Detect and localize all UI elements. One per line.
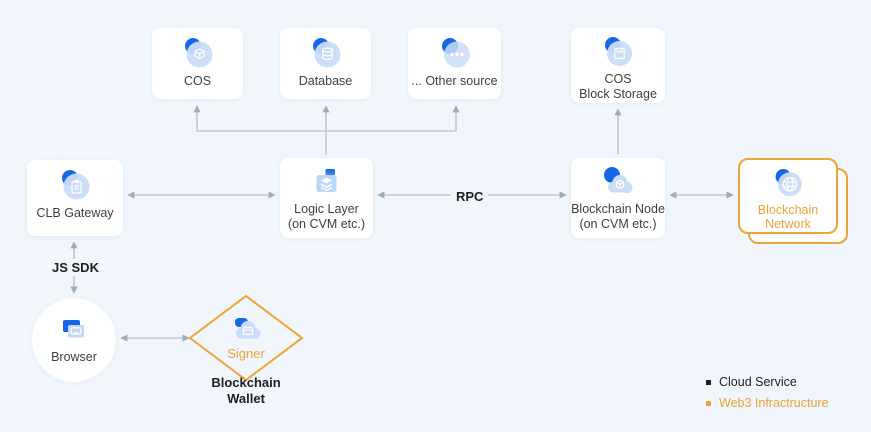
legend-item-web3-infrastructure: Web3 Infractructure <box>706 396 829 410</box>
database-icon <box>312 38 340 68</box>
cos-label: COS <box>183 74 212 88</box>
node-cos-block-storage: COS Block Storage <box>571 28 665 103</box>
node-clb-gateway: CLB Gateway <box>27 160 123 236</box>
database-label: Database <box>298 74 353 88</box>
signer-label: Signer <box>227 346 265 361</box>
blockchain-node-cloud-icon <box>604 167 633 193</box>
signer-diamond-outline <box>188 294 304 382</box>
browser-icon <box>63 319 84 338</box>
legend: Cloud Service Web3 Infractructure <box>706 375 829 410</box>
cos-block-storage-label: COS Block Storage <box>579 72 657 101</box>
clb-gateway-icon <box>62 170 90 200</box>
js-sdk-edge-label: JS SDK <box>47 259 104 276</box>
logic-layer-label: Logic Layer (on CVM etc.) <box>287 202 366 231</box>
cloud-service-legend-label: Cloud Service <box>719 375 797 389</box>
other-source-ellipsis-icon <box>441 38 470 68</box>
blockchain-network-globe-icon <box>775 168 802 197</box>
cos-bucket-icon <box>184 38 212 68</box>
blockchain-node-label: Blockchain Node (on CVM etc.) <box>571 202 665 231</box>
node-database: Database <box>280 28 371 99</box>
web3-legend-label: Web3 Infractructure <box>719 396 829 410</box>
node-browser: Browser <box>32 298 116 382</box>
cloud-service-swatch-icon <box>706 379 711 385</box>
rpc-edge-label: RPC <box>451 188 489 205</box>
web3-swatch-icon <box>706 400 711 406</box>
node-logic-layer: Logic Layer (on CVM etc.) <box>280 158 373 238</box>
node-signer: Signer <box>188 294 304 382</box>
blockchain-wallet-label: Blockchain Wallet <box>211 375 281 407</box>
node-blockchain-network: Blockchain Network <box>738 158 838 234</box>
other-source-label: ... Other source <box>411 74 498 88</box>
clb-gateway-label: CLB Gateway <box>36 206 114 220</box>
block-storage-icon <box>605 37 632 66</box>
browser-label: Browser <box>51 349 97 364</box>
node-other-source: ... Other source <box>408 28 501 99</box>
blockchain-network-label: Blockchain Network <box>757 202 819 232</box>
logic-layer-icon <box>316 169 336 192</box>
node-blockchain-node: Blockchain Node (on CVM etc.) <box>571 158 665 238</box>
signer-wallet-cloud-icon <box>235 318 261 339</box>
node-cos: COS <box>152 28 243 99</box>
legend-item-cloud-service: Cloud Service <box>706 375 829 389</box>
